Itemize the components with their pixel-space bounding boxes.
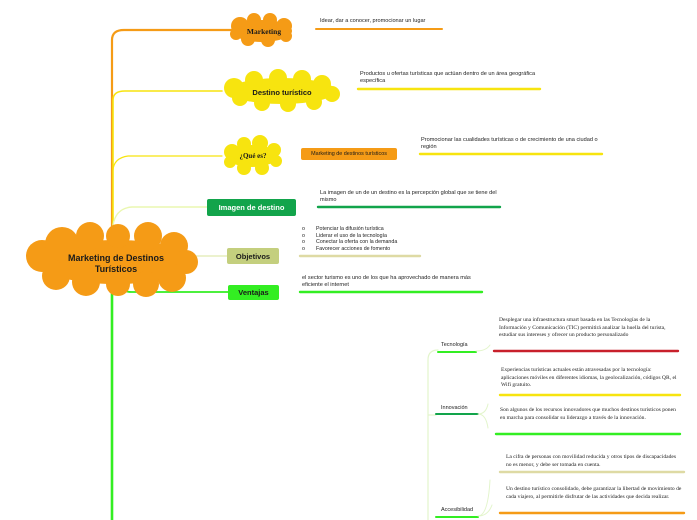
subtopic-innovacion-label[interactable]: Innovación xyxy=(441,405,468,411)
central-topic-title[interactable]: Marketing de Destinos Turísticos xyxy=(67,253,165,274)
branch-marketing xyxy=(110,28,234,242)
cloud-destino[interactable] xyxy=(224,69,340,112)
note-innovacion-1: Experiencias turísticas actuales están a… xyxy=(501,367,677,389)
note-marketing: Idear, dar a conocer, promocionar un lug… xyxy=(320,18,426,24)
topic-destino-label[interactable]: Destino turístico xyxy=(252,87,312,97)
link-accesibilidad-notes xyxy=(477,479,493,517)
que-es-child-box[interactable]: Marketing de destinos turísticos xyxy=(301,148,397,160)
link-innovacion-notes xyxy=(477,403,489,429)
topic-ventajas-box[interactable]: Ventajas xyxy=(228,285,279,300)
note-accesibilidad-2: Un destino turístico consolidado, debe g… xyxy=(506,486,682,500)
branch-destino xyxy=(112,90,223,237)
branch-ventajas-sub xyxy=(427,349,439,520)
topic-que-es-label[interactable]: ¿Qué es? xyxy=(239,152,267,160)
note-tecnologia: Desplegar una infraestructura smart basa… xyxy=(499,317,666,339)
objetivos-list: Potenciar la difusión turística Liderar … xyxy=(300,226,440,253)
branch-imagen xyxy=(112,206,208,226)
link-tecnologia-note xyxy=(475,344,491,352)
subtopic-accesibilidad-label[interactable]: Accesibilidad xyxy=(441,507,474,513)
objetivo-item: Potenciar la difusión turística xyxy=(300,226,440,233)
cloud-que-es[interactable] xyxy=(224,135,282,175)
note-ventajas: el sector turismo es uno de los que ha a… xyxy=(302,275,471,289)
subtopic-tecnologia-label[interactable]: Tecnología xyxy=(441,342,468,348)
note-accesibilidad-1: La cifra de personas con movilidad reduc… xyxy=(506,454,677,468)
note-imagen: La imagen de un de un destino es la perc… xyxy=(320,190,497,204)
branch-que-es xyxy=(112,155,223,171)
topic-marketing-label[interactable]: Marketing xyxy=(246,26,282,36)
objetivo-item: Liderar el uso de la tecnología xyxy=(300,233,440,240)
note-destino: Productos u ofertas turísticas que actúa… xyxy=(360,71,536,85)
objetivo-item: Favorecer acciones de fomento xyxy=(300,246,440,253)
topic-imagen-box[interactable]: Imagen de destino xyxy=(207,199,296,216)
central-cloud[interactable] xyxy=(26,222,198,297)
cloud-marketing[interactable] xyxy=(230,13,292,47)
objetivo-item: Conectar la oferta con la demanda xyxy=(300,239,440,246)
topic-objetivos-box[interactable]: Objetivos xyxy=(227,248,279,264)
note-que-es-child: Promocionar las cualidades turísticas o … xyxy=(421,137,598,151)
note-innovacion-2: Son algunos de los recursos innovadores … xyxy=(500,407,676,421)
